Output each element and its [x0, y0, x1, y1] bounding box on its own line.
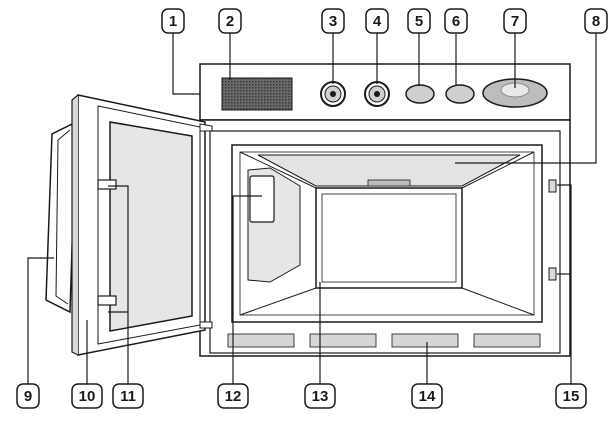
callout-label: 13 — [312, 388, 329, 405]
dial-4 — [364, 81, 390, 107]
button-5 — [405, 84, 435, 104]
bottom-vents — [227, 333, 541, 348]
callout-label: 7 — [511, 13, 519, 30]
callout-label: 2 — [226, 13, 234, 30]
callout-11: 11 — [112, 383, 144, 409]
callout-6: 6 — [444, 8, 468, 34]
callout-label: 9 — [24, 388, 32, 405]
door-latch-lower — [97, 295, 117, 306]
callout-label: 4 — [373, 13, 382, 30]
callout-label: 10 — [79, 388, 96, 405]
callout-label: 14 — [419, 388, 436, 405]
callout-12: 12 — [217, 383, 249, 409]
callout-4: 4 — [365, 8, 389, 34]
display-panel — [221, 77, 293, 111]
door-latch-upper — [97, 179, 117, 190]
callout-7: 7 — [503, 8, 527, 34]
dial-3 — [320, 81, 346, 107]
button-6 — [445, 84, 475, 104]
callout-3: 3 — [321, 8, 345, 34]
callout-2: 2 — [218, 8, 242, 34]
waveguide-cover — [249, 175, 275, 223]
control-panel — [199, 63, 571, 121]
ceiling-grill — [257, 154, 521, 187]
callout-8: 8 — [584, 8, 608, 34]
callout-5: 5 — [407, 8, 431, 34]
latch-hole-lower — [548, 267, 557, 281]
callout-label: 5 — [415, 13, 423, 30]
callout-label: 3 — [329, 13, 337, 30]
callout-1: 1 — [161, 8, 185, 34]
callout-9: 9 — [16, 383, 40, 409]
callout-label: 8 — [592, 13, 600, 30]
oven-light — [367, 179, 411, 187]
callout-13: 13 — [304, 383, 336, 409]
oven-body — [199, 119, 571, 357]
callout-label: 15 — [563, 388, 580, 405]
callout-label: 12 — [225, 388, 242, 405]
callout-label: 6 — [452, 13, 460, 30]
door-window — [109, 121, 193, 332]
latch-hole-upper — [548, 179, 557, 193]
callout-15: 15 — [555, 383, 587, 409]
callout-14: 14 — [411, 383, 443, 409]
callout-label: 11 — [120, 388, 136, 405]
callout-10: 10 — [71, 383, 103, 409]
oven-door — [45, 94, 213, 356]
callout-label: 1 — [169, 13, 177, 30]
leader-lines — [27, 33, 597, 384]
